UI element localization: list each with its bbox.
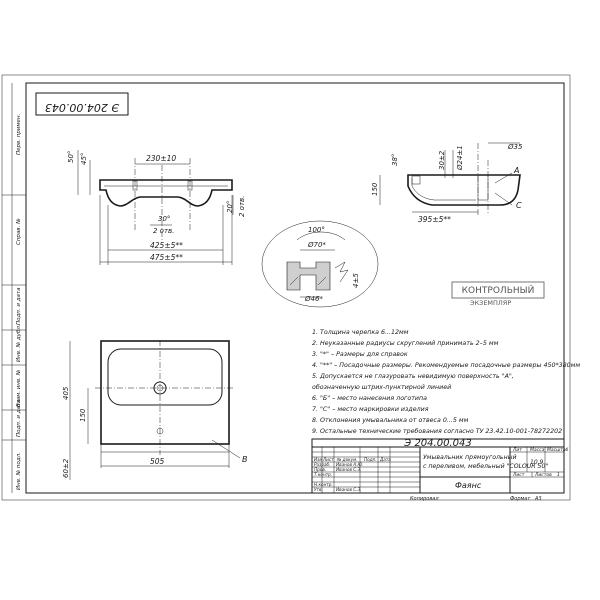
note-line-9: 8. Отклонения умывальника от отвеса 0...… xyxy=(312,417,469,424)
tb-row-name-4: Иванов С.З. xyxy=(336,487,362,492)
tb-copied-label: Копировал xyxy=(410,496,439,502)
note-line-3: 3. "*" – Размеры для справок xyxy=(312,351,408,358)
front-dim-angle-45: 45° xyxy=(80,153,88,165)
note-line-2: 2. Неуказанные радиусы скруглений приним… xyxy=(312,340,499,347)
note-line-4: 4. "**" – Посадочные размеры. Рекомендуе… xyxy=(312,362,580,369)
tb-row-role-3: Н.контр. xyxy=(314,482,333,487)
tb-row-role-4: Утв. xyxy=(314,487,323,492)
technical-notes: 1. Толщина черепка 6...12мм 2. Неуказанн… xyxy=(312,329,580,435)
front-dim-holes-right: 2 отв. xyxy=(238,196,246,217)
inner-frame xyxy=(25,82,565,494)
detail-dim-dia46: Ø46* xyxy=(304,295,323,303)
front-dim-top-width: 230±10 xyxy=(146,154,176,163)
tb-header-list: Лист xyxy=(322,457,334,462)
front-dim-angle-right: 20° xyxy=(226,201,234,213)
tb-lit-label: Лит xyxy=(512,447,522,453)
side-strip-label-4: Взам. инв. № xyxy=(16,369,22,407)
note-line-8: 7. "С" – место маркировки изделия xyxy=(312,406,429,413)
side-strip-label-0: Перв. примен. xyxy=(16,113,22,155)
tb-sheet-label: Лист xyxy=(512,472,525,478)
tb-mass-value: 10,9 xyxy=(530,459,544,466)
plan-dim-bottom: 60±2 xyxy=(62,458,70,478)
tb-header-doc: № докум. xyxy=(336,457,358,462)
side-strip-label-2: Подп. и дата xyxy=(16,287,22,325)
plan-label-b: В xyxy=(242,455,248,464)
note-line-5: 5. Допускается не глазуровать невидимую … xyxy=(312,373,514,380)
side-strip-label-3: Инв. № дубл. xyxy=(16,324,22,362)
stamp-line-1: КОНТРОЛЬНЫЙ xyxy=(462,284,535,296)
plan-dim-height: 405 xyxy=(62,386,70,400)
detail-dim-angle: 100° xyxy=(308,226,325,234)
side-label-c: С xyxy=(516,201,522,210)
detail-dim-h: 4±5 xyxy=(352,273,360,288)
tb-row-role-0: Разраб. xyxy=(314,462,330,467)
side-label-a: А xyxy=(513,166,519,175)
tb-material: Фаянс xyxy=(455,481,482,490)
tb-row-role-2: Т.контр. xyxy=(314,472,332,477)
side-dim-angle: 38° xyxy=(391,154,399,166)
title-block-drawing-number: Э 204.00.043 xyxy=(403,438,471,449)
tb-row-name-0: Иванов А.Ю. xyxy=(336,462,363,467)
tb-row-name-1: Иванов С.З. xyxy=(336,467,362,472)
note-line-6: обозначенную штрих-пунктирной линией xyxy=(312,383,451,391)
side-dim-dia2: Ø35 xyxy=(507,143,523,151)
tb-row-role-1: Пров. xyxy=(314,467,326,472)
note-line-1: 1. Толщина черепка 6...12мм xyxy=(312,329,409,336)
side-dim-h2: 150 xyxy=(371,182,379,196)
side-view: 38° 30±2 Ø24±1 Ø35 150 395±5** А С xyxy=(371,142,523,224)
tb-mass-label: Масса xyxy=(530,447,545,453)
control-copy-stamp: КОНТРОЛЬНЫЙ ЭКЗЕМПЛЯР xyxy=(451,281,545,307)
front-dim-depth: 30° xyxy=(158,215,170,223)
tb-title-line-1: Умывальник прямоугольный xyxy=(423,454,517,461)
front-dim-angle-50: 50° xyxy=(67,151,75,163)
front-dim-w475: 475±5** xyxy=(150,253,183,262)
plan-view: 405 150 60±2 505 В xyxy=(62,340,248,480)
outer-frame xyxy=(1,74,571,501)
detail-view: 100° Ø70* Ø46* 4±5 xyxy=(261,220,379,308)
tb-header-izm: Изм xyxy=(314,457,323,462)
side-strip-label-6: Инв. № подл. xyxy=(16,452,22,490)
rotated-number-box: Э 204.00.043 xyxy=(35,92,129,116)
plan-dim-width: 505 xyxy=(150,457,165,466)
side-strip-label-1: Справ. № xyxy=(16,218,22,245)
rotated-drawing-number: Э 204.00.043 xyxy=(45,101,120,114)
detail-dim-dia70: Ø70* xyxy=(307,241,326,249)
tb-title-line-2: с переливом, мебельный "COLOUR 50" xyxy=(423,462,548,470)
side-dim-h1: 30±2 xyxy=(438,150,446,170)
tb-sheets-label: Листов xyxy=(534,472,552,478)
side-dim-dia: Ø24±1 xyxy=(456,145,464,171)
stamp-line-2: ЭКЗЕМПЛЯР xyxy=(470,299,511,307)
title-block: Э 204.00.043 Изм Лист № докум. Подп. Дат… xyxy=(311,438,569,502)
tb-header-sign: Подп. xyxy=(364,457,377,462)
note-line-10: 9. Остальные технические требования согл… xyxy=(312,427,562,435)
tb-format-value: А3 xyxy=(534,496,542,502)
front-dim-holes: 2 отв. xyxy=(153,227,174,235)
side-strip: Перв. примен. Справ. № Подп. и дата Инв.… xyxy=(2,83,26,493)
side-dim-width: 395±5** xyxy=(418,215,451,224)
front-view: 230±10 50° 45° 30° 2 отв. 20° 2 отв. 425… xyxy=(67,150,246,265)
tb-header-date: Дата xyxy=(379,457,391,462)
tb-scale-label: Масштаб xyxy=(547,447,569,453)
side-strip-label-5: Подп. и дата xyxy=(16,399,22,437)
tb-sheets-value: 1 xyxy=(557,472,560,478)
front-dim-w425: 425±5** xyxy=(150,241,183,250)
note-line-7: 6. "Б" – место нанесения логотипа xyxy=(312,395,427,402)
tb-format-label: Формат xyxy=(510,496,531,502)
plan-dim-hole: 150 xyxy=(79,408,87,422)
